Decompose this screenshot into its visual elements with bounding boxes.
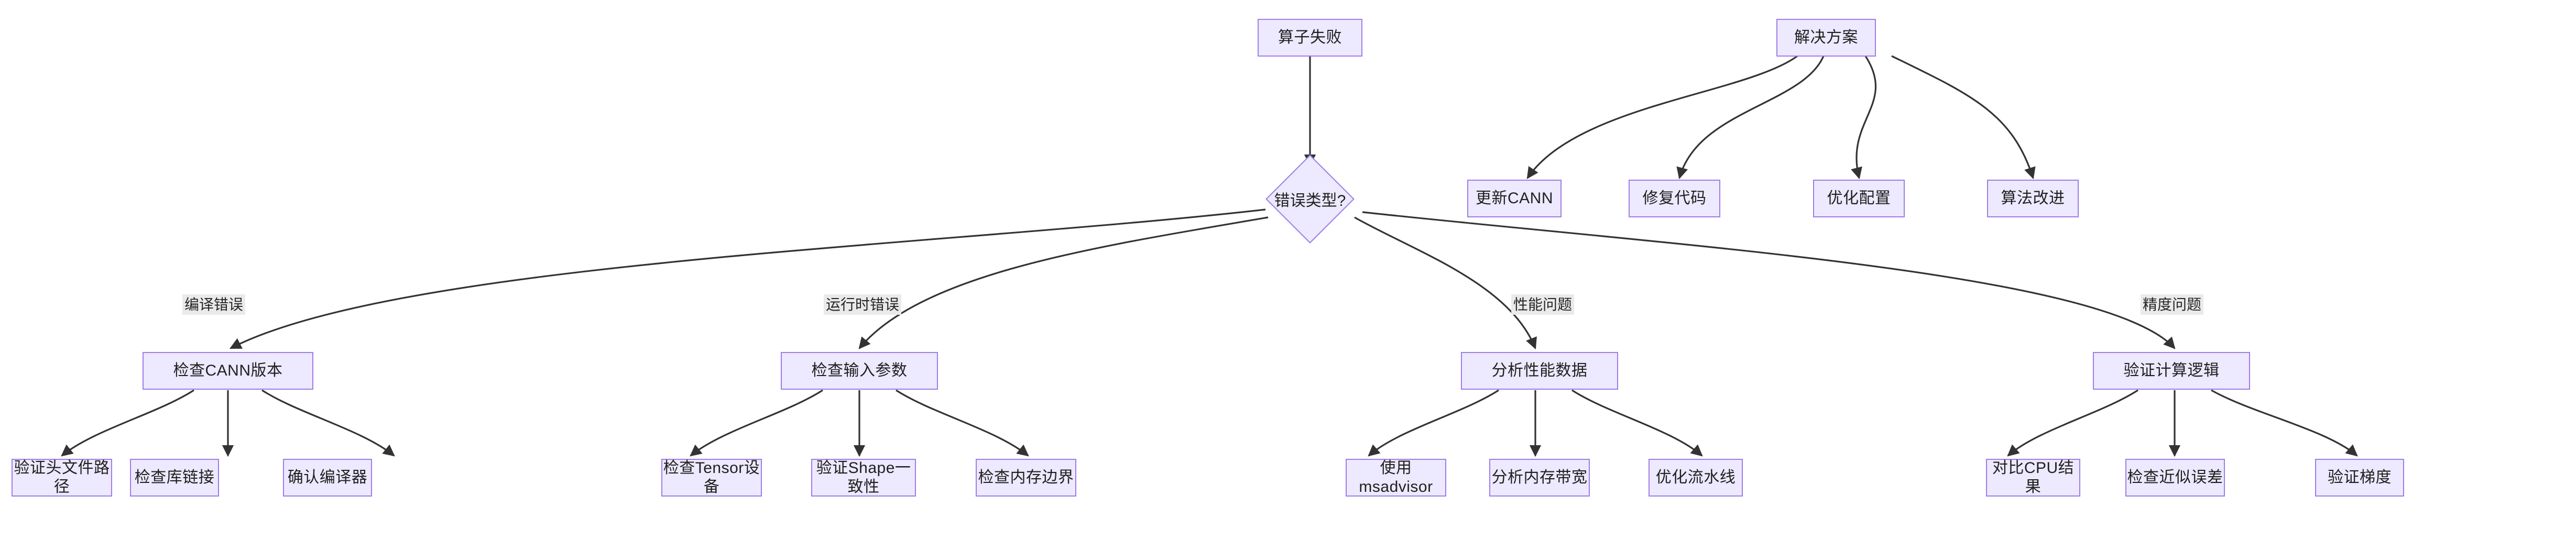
edge-b1-leaf3	[261, 389, 395, 457]
edge-label-performance-issue-text: 性能问题	[1513, 296, 1573, 313]
edge-b3-leaf3	[1571, 389, 1703, 457]
node-check-tensor-device-label: 检查Tensor设备	[663, 459, 760, 495]
node-update-cann[interactable]: 更新CANN	[1467, 180, 1562, 217]
edge-label-runtime-error-text: 运行时错误	[826, 296, 900, 313]
edge-label-performance-issue: 性能问题	[1511, 294, 1575, 315]
node-optimize-config[interactable]: 优化配置	[1813, 180, 1905, 217]
edge-label-compile-error-text: 编译错误	[184, 296, 244, 313]
node-analyze-mem-bandwidth[interactable]: 分析内存带宽	[1489, 459, 1590, 497]
node-verify-header-path-label: 验证头文件路径	[14, 459, 110, 495]
node-optimize-config-label: 优化配置	[1827, 190, 1891, 207]
node-check-lib-link[interactable]: 检查库链接	[130, 459, 219, 497]
node-verify-compute-logic[interactable]: 验证计算逻辑	[2093, 352, 2250, 390]
node-analyze-perf-data-label: 分析性能数据	[1491, 362, 1588, 379]
node-algorithm-improve-label: 算法改进	[2001, 190, 2065, 207]
node-verify-gradient-label: 验证梯度	[2328, 469, 2392, 486]
edge-solution-to-fix-code	[1676, 56, 1825, 180]
edge-b2-leaf1	[690, 389, 823, 457]
node-analyze-mem-bandwidth-label: 分析内存带宽	[1491, 469, 1588, 486]
node-use-msadvisor[interactable]: 使用msadvisor	[1346, 459, 1446, 497]
node-compare-cpu-result-label: 对比CPU结果	[1992, 459, 2075, 495]
edge-b4-leaf1	[2007, 389, 2138, 457]
node-optimize-pipeline-label: 优化流水线	[1655, 469, 1736, 486]
node-analyze-perf-data[interactable]: 分析性能数据	[1461, 352, 1618, 390]
node-verify-shape-consistency[interactable]: 验证Shape一致性	[811, 459, 916, 497]
edge-solution-to-optimize-config	[1851, 56, 1876, 180]
node-check-cann-version-label: 检查CANN版本	[173, 362, 283, 379]
edge-b1-leaf1	[61, 389, 194, 457]
edge-solution-to-update-cann	[1526, 55, 1798, 179]
node-optimize-pipeline[interactable]: 优化流水线	[1649, 459, 1743, 497]
edge-runtime-error	[858, 216, 1269, 349]
node-fix-code-label: 修复代码	[1642, 190, 1707, 207]
edge-compile-error	[230, 208, 1266, 349]
node-update-cann-label: 更新CANN	[1475, 190, 1553, 207]
edge-b4-leaf3	[2211, 389, 2358, 457]
node-verify-header-path[interactable]: 验证头文件路径	[12, 459, 112, 497]
edge-label-runtime-error: 运行时错误	[824, 294, 902, 315]
edge-label-compile-error: 编译错误	[182, 294, 246, 315]
node-check-approx-error-label: 检查近似误差	[2127, 469, 2223, 486]
node-check-memory-bounds-label: 检查内存边界	[978, 469, 1074, 486]
node-confirm-compiler[interactable]: 确认编译器	[283, 459, 372, 497]
edge-precision-issue	[1362, 211, 2176, 349]
node-fix-code[interactable]: 修复代码	[1629, 180, 1720, 217]
edge-label-precision-issue-text: 精度问题	[2143, 296, 2202, 313]
node-root[interactable]: 算子失败	[1258, 19, 1362, 57]
edge-solution-to-algo-improve	[1891, 55, 2036, 180]
node-check-input-params-label: 检查输入参数	[811, 362, 908, 379]
node-verify-compute-logic-label: 验证计算逻辑	[2123, 362, 2220, 379]
node-check-memory-bounds[interactable]: 检查内存边界	[976, 459, 1076, 497]
node-decision[interactable]: 错误类型?	[1247, 186, 1373, 212]
edge-b2-leaf3	[896, 389, 1029, 457]
node-root-label: 算子失败	[1278, 29, 1342, 46]
node-check-lib-link-label: 检查库链接	[134, 469, 215, 486]
edge-b3-leaf1	[1368, 389, 1499, 457]
node-compare-cpu-result[interactable]: 对比CPU结果	[1986, 459, 2080, 497]
node-check-approx-error[interactable]: 检查近似误差	[2125, 459, 2225, 497]
node-verify-gradient[interactable]: 验证梯度	[2315, 459, 2404, 497]
node-decision-label: 错误类型?	[1274, 192, 1346, 210]
edge-performance-issue	[1354, 216, 1537, 350]
node-check-cann-version[interactable]: 检查CANN版本	[143, 352, 313, 390]
node-algorithm-improve[interactable]: 算法改进	[1987, 180, 2079, 217]
node-solution[interactable]: 解决方案	[1776, 19, 1876, 57]
node-verify-shape-consistency-label: 验证Shape一致性	[816, 459, 911, 495]
node-check-input-params[interactable]: 检查输入参数	[781, 352, 938, 390]
node-confirm-compiler-label: 确认编译器	[287, 469, 368, 486]
node-check-tensor-device[interactable]: 检查Tensor设备	[661, 459, 762, 497]
edge-label-precision-issue: 精度问题	[2141, 294, 2204, 315]
node-solution-label: 解决方案	[1794, 29, 1858, 46]
node-use-msadvisor-label: 使用msadvisor	[1359, 459, 1433, 495]
